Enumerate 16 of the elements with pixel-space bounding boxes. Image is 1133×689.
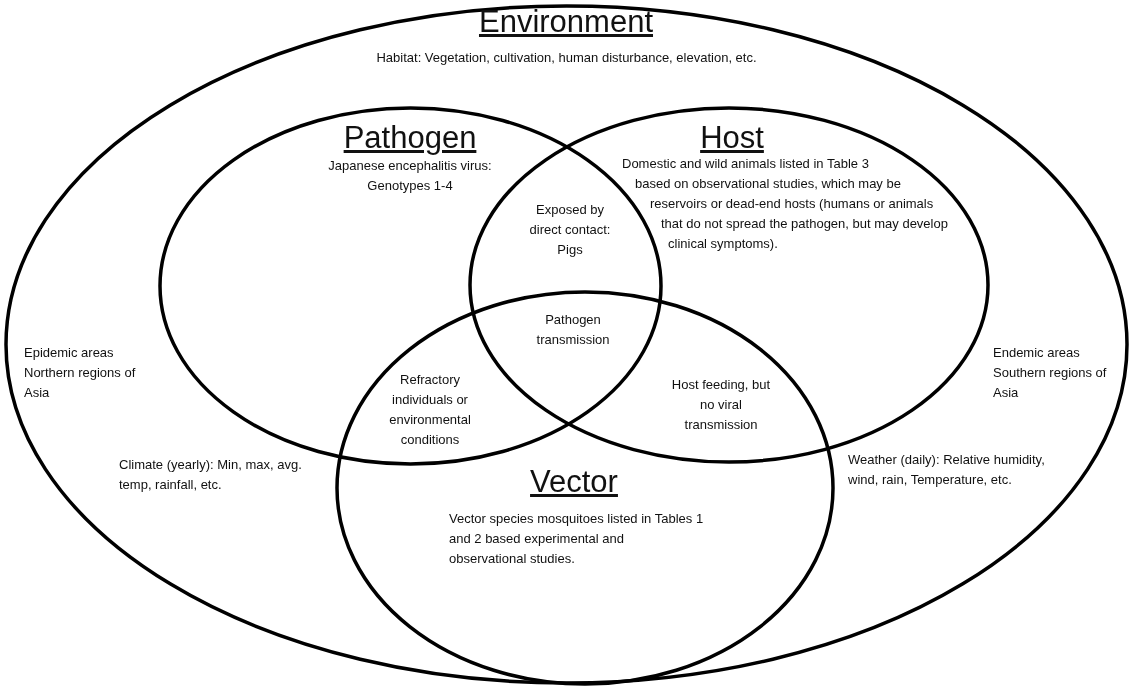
description-text: Habitat: Vegetation, cultivation, human disturbance, elevation, etc. bbox=[375, 49, 758, 67]
heading-text: Environment bbox=[479, 4, 653, 40]
region-label: Endemic areas Southern regions of Asia bbox=[993, 344, 1108, 402]
region-label: Host feeding, but no viral transmission bbox=[670, 376, 772, 434]
region-label: Refractory individuals or environmental conditions bbox=[388, 371, 472, 449]
description-text: Vector species mosquitoes listed in Tables 1 and 2 based experimental and observational studies. bbox=[449, 510, 704, 568]
region-label: Weather (daily): Relative humidity, wind, rain, Temperature, etc. bbox=[848, 451, 1046, 489]
region-label: Pathogen transmission bbox=[535, 311, 611, 349]
heading-text: Host bbox=[700, 120, 764, 156]
region-label: Climate (yearly): Min, max, avg. temp, rainfall, etc. bbox=[119, 456, 303, 494]
region-label: Exposed by direct contact: Pigs bbox=[528, 201, 612, 259]
heading-text: Pathogen bbox=[343, 120, 477, 156]
description-text: Japanese encephalitis virus: Genotypes 1-4 bbox=[327, 157, 493, 195]
heading-text: Vector bbox=[530, 464, 618, 500]
description-text: Domestic and wild animals listed in Table 3 based on observational studies, which may be reservoirs or dead-end hosts (humans or animals that do not spread the pathogen, but may develop clinical symptoms). bbox=[622, 155, 949, 253]
region-label: Epidemic areas Northern regions of Asia bbox=[24, 344, 137, 402]
